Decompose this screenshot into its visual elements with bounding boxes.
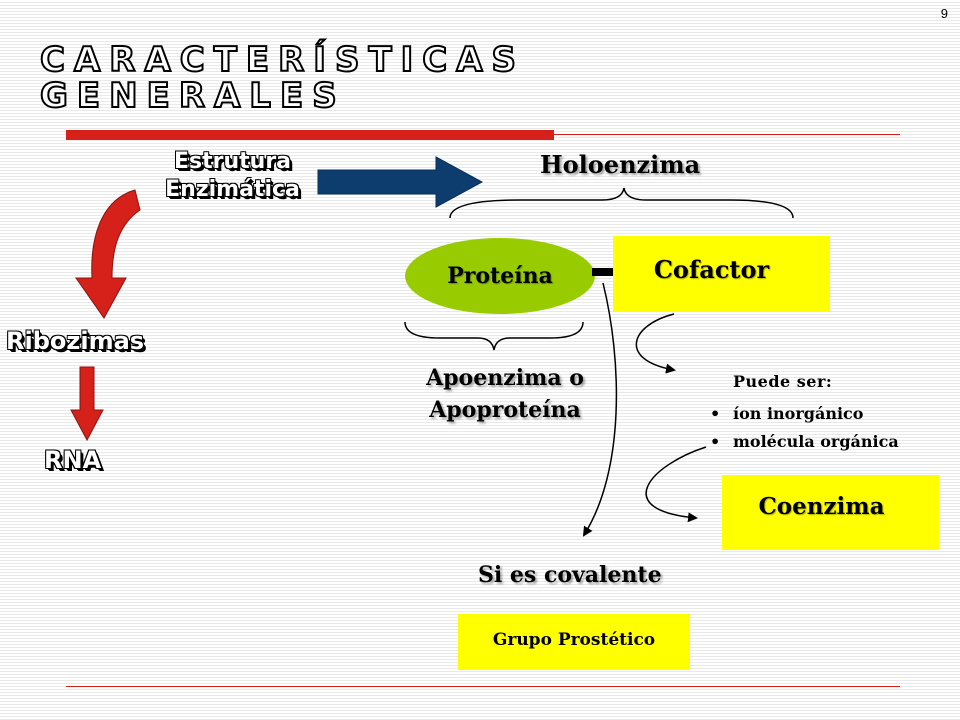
grupo-prostetico-label: Grupo Prostético [492,630,656,650]
list-item: • molécula orgánica [710,428,899,456]
cofactor-curve-arrow [635,313,676,374]
bullet-icon: • [710,432,721,451]
puede-ser-label: Puede ser: [733,372,833,391]
estrutura-enzimatica-label: Estrutura Enzimática [140,148,325,204]
covalente-curve-arrow [582,282,618,537]
cofactor-box: Cofactor [613,236,830,312]
apoenzima-label: Apoenzima o Apoproteína [390,362,620,426]
proteina-ellipse: Proteína [405,238,595,314]
proteina-label: Proteína [447,263,553,289]
estrutura-line-2: Enzimática [165,177,300,202]
red-down-arrow [70,366,104,442]
cofactor-label: Cofactor [653,254,770,284]
grupo-prostetico-box: Grupo Prostético [458,614,690,670]
page-title: Características generales [39,40,660,116]
estrutura-line-1: Estrutura [173,149,292,174]
title-line-1: Características [39,40,526,80]
cofactor-options-list: • íon inorgánico • molécula orgánica [710,400,899,456]
list-item: • íon inorgánico [710,400,899,428]
ribozimas-label: Ribozimas [6,327,145,355]
apoenzima-brace [404,321,584,351]
footer-line [66,686,900,687]
red-curved-arrow [75,189,141,319]
slide-number: 9 [940,6,948,21]
apoenzima-line-1: Apoenzima o [426,365,584,391]
coenzima-box: Coenzima [722,475,939,550]
rna-label: RNA [44,446,102,474]
title-line-2: generales [39,76,346,116]
option-text: molécula orgánica [733,432,899,451]
title-underline-line [554,134,900,135]
holoenzima-label: Holoenzima [540,150,701,179]
option-text: íon inorgánico [733,404,864,423]
bullet-icon: • [710,404,721,423]
holoenzima-brace [449,187,794,219]
bond-dash [592,268,614,276]
covalente-label: Si es covalente [478,562,662,588]
coenzima-label: Coenzima [758,493,885,520]
coenzima-curve-arrow [645,446,707,523]
apoenzima-line-2: Apoproteína [429,397,581,423]
blue-block-arrow [317,156,484,208]
title-underline-bar [66,130,554,140]
